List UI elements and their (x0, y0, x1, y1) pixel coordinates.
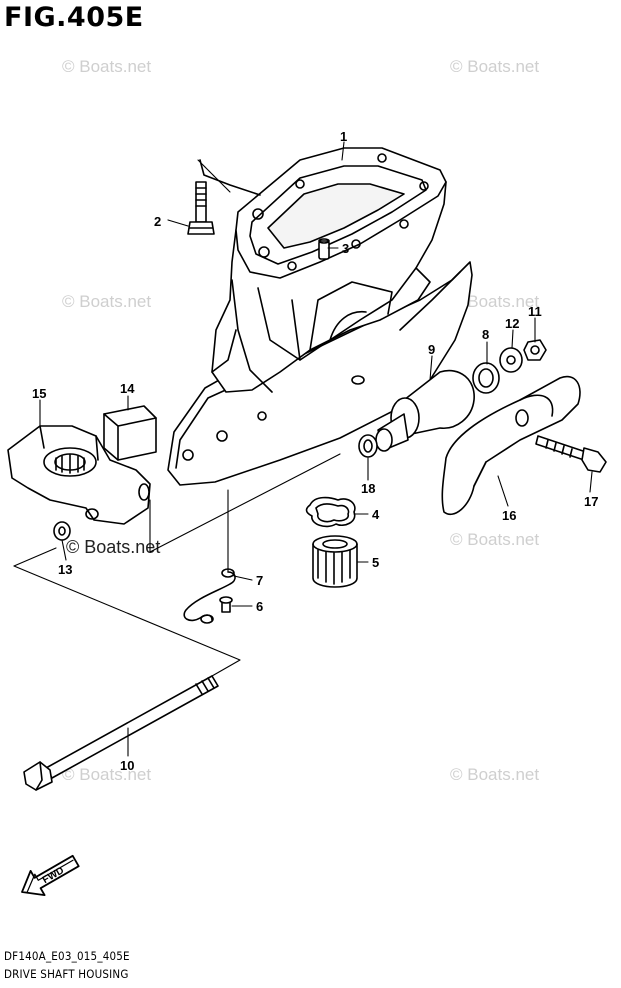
callout-15: 15 (32, 386, 46, 401)
part-9-upper-mount (375, 369, 475, 452)
figure-title: FIG.405E (4, 2, 144, 33)
diagram-code: DF140A_E03_015_405E (4, 949, 130, 963)
callout-14: 14 (120, 381, 135, 396)
watermark: © Boats.net (62, 292, 152, 311)
part-17-bolt (535, 435, 607, 473)
callout-13: 13 (58, 562, 72, 577)
part-15-lower-mount-bracket (7, 425, 151, 525)
watermark: © Boats.net (450, 292, 540, 311)
part-18-o-ring (358, 434, 378, 458)
callout-11: 11 (528, 304, 542, 319)
part-10-long-bolt (23, 675, 219, 791)
leader-lines (13, 141, 593, 757)
part-12-washer (499, 347, 523, 373)
part-7-ground-wire (183, 568, 236, 624)
watermark: © Boats.net (62, 57, 152, 76)
watermark: © Boats.net (62, 765, 152, 784)
watermark: © Boats.net (450, 530, 540, 549)
callout-10: 10 (120, 758, 134, 773)
part-8-washer (472, 362, 500, 394)
part-3-dowel-pin (318, 238, 330, 260)
callout-16: 16 (502, 508, 516, 523)
callout-2: 2 (154, 214, 161, 229)
callout-7: 7 (256, 573, 263, 588)
watermark: © Boats.net (450, 57, 540, 76)
callout-numbers: 1 2 3 4 5 6 7 8 9 10 11 12 13 14 15 16 1… (32, 129, 598, 773)
callout-3: 3 (342, 241, 349, 256)
part-16-mount-cover (441, 375, 581, 515)
part-11-nut (523, 339, 547, 361)
callout-8: 8 (482, 327, 489, 342)
part-2-bolt (187, 181, 215, 235)
callout-12: 12 (505, 316, 519, 331)
fwd-direction-arrow: FWD (21, 854, 80, 897)
fwd-label: FWD (41, 865, 66, 886)
callout-1: 1 (340, 129, 347, 144)
part-6-screw (219, 596, 233, 613)
callout-5: 5 (372, 555, 379, 570)
part-13-washer (53, 521, 71, 541)
part-5-rubber-bushing (312, 535, 358, 588)
part-1-drive-shaft-housing (167, 147, 473, 486)
watermark: © Boats.net (450, 765, 540, 784)
callout-4: 4 (372, 507, 380, 522)
callout-6: 6 (256, 599, 263, 614)
diagram-description: DRIVE SHAFT HOUSING (4, 967, 129, 981)
part-4-gasket (305, 496, 356, 528)
callout-18: 18 (361, 481, 375, 496)
part-14-rubber-block (103, 405, 157, 461)
watermark-dark: © Boats.net (66, 537, 161, 557)
callout-9: 9 (428, 342, 435, 357)
callout-17: 17 (584, 494, 598, 509)
